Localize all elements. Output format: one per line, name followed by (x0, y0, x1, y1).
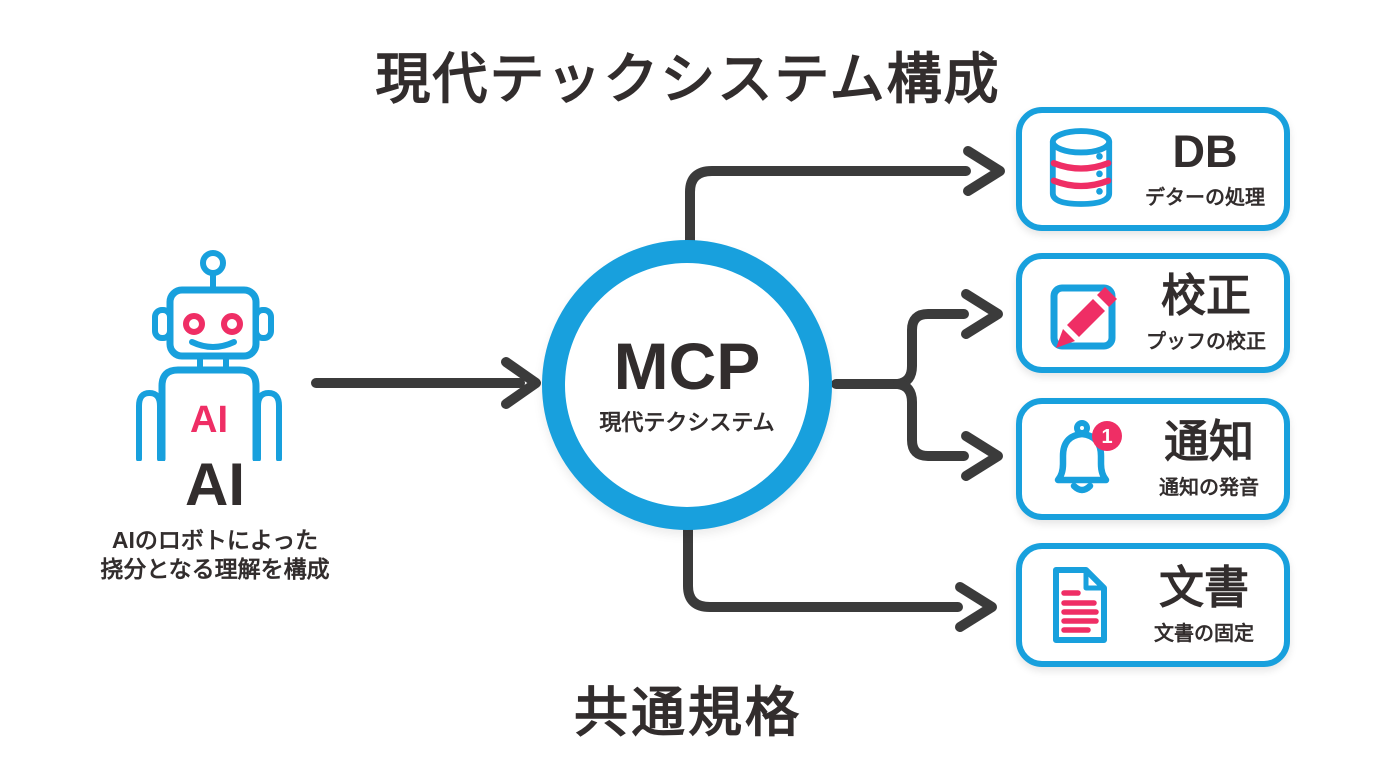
node-subtitle-db: デターの処理 (1145, 186, 1265, 209)
ai-robot-icon: AI (136, 250, 282, 461)
node-title-bunsho: 文書 (1158, 562, 1249, 614)
ai-caption-line1: AIのロボトによった (111, 527, 319, 553)
mcp-subtitle: 現代テクシステム (599, 410, 775, 435)
arrow-mcp-to-db (685, 166, 971, 248)
notification-badge-count: 1 (1101, 426, 1112, 448)
node-subtitle-bunsho: 文書の固定 (1154, 622, 1254, 645)
database-icon (1049, 128, 1113, 207)
arrow-mcp-to-tsuchi (893, 379, 969, 461)
arrow-mcp-to-bunsho (683, 522, 963, 612)
node-title-tsuchi: 通知 (1163, 416, 1254, 468)
node-card-db: DB デターの処理 (1016, 107, 1290, 231)
node-title-kousei: 校正 (1160, 270, 1251, 322)
ai-label: AI (185, 451, 245, 518)
robot-chest-label: AI (190, 399, 228, 441)
bell-icon: 1 (1054, 420, 1122, 494)
node-subtitle-tsuchi: 通知の発音 (1159, 476, 1259, 499)
diagram-title: 現代テックシステム構成 (375, 48, 1001, 110)
mcp-title: MCP (613, 329, 761, 403)
mcp-hub: MCP 現代テクシステム (542, 240, 832, 530)
arrow-mcp-to-kousei (893, 309, 969, 389)
footer-label: 共通規格 (574, 683, 802, 743)
edit-pencil-icon (1050, 284, 1117, 350)
node-card-tsuchi: 1 通知 通知の発音 (1016, 398, 1290, 520)
document-icon (1053, 567, 1107, 643)
node-card-kousei: 校正 プッフの校正 (1016, 253, 1290, 373)
node-title-db: DB (1172, 126, 1238, 178)
ai-caption-line2: 挠分となる理解を構成 (100, 556, 330, 583)
ai-caption: AIのロボトによった 挠分となる理解を構成 (85, 526, 345, 585)
notification-badge (1092, 421, 1122, 451)
node-card-bunsho: 文書 文書の固定 (1016, 543, 1290, 667)
node-subtitle-kousei: プッフの校正 (1146, 330, 1266, 353)
